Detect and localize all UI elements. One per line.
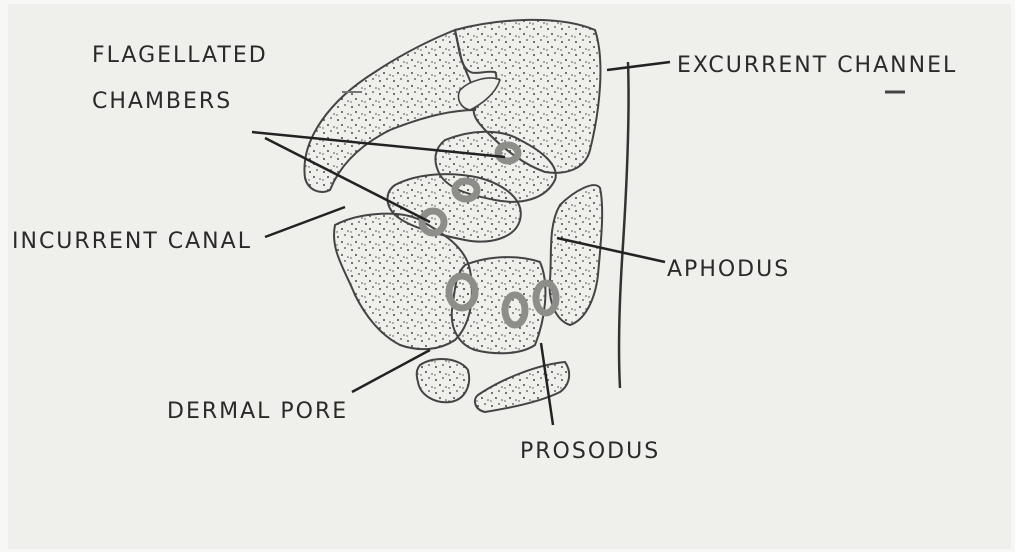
label-dermal-pore: DERMAL PORE [167,399,348,424]
label-incurrent-canal: INCURRENT CANAL [12,229,252,254]
leader-excurrent [607,62,670,70]
label-flagellated-line1: FLAGELLATED [92,43,268,68]
tissue-bottom-right [475,362,569,412]
excurrent-channel-wall [619,62,629,388]
tissue-blocks [304,20,602,412]
leader-incurrent [265,207,345,237]
label-flagellated-line2: CHAMBERS [92,89,232,114]
label-prosodus: PROSODUS [520,439,660,464]
label-aphodus: APHODUS [667,257,790,282]
tissue-bottom-left [417,359,469,402]
label-excurrent-channel: EXCURRENT CHANNEL [677,53,957,78]
